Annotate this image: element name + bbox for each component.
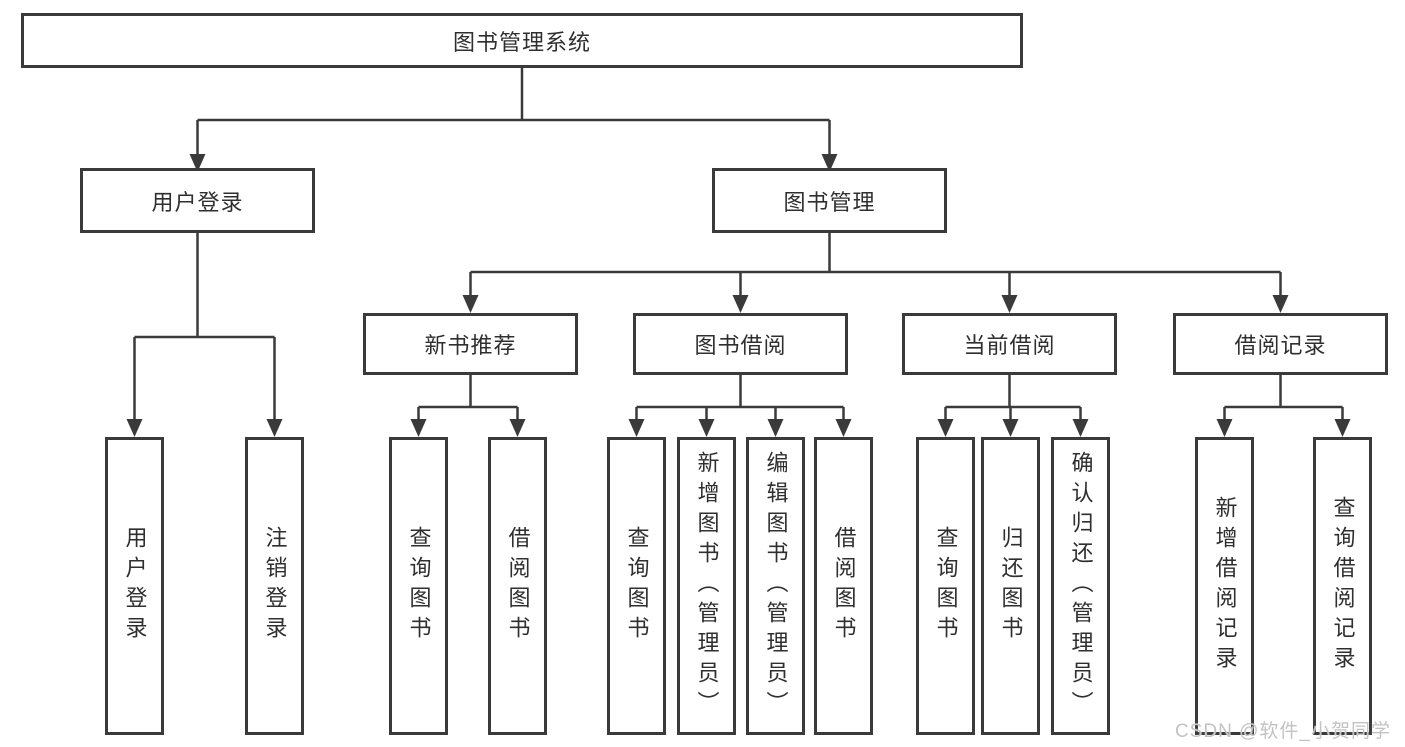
- leaf-add-book-admin-label: 新增图书（管理员）: [694, 451, 720, 721]
- leaf-add-book-admin: 新增图书（管理员）: [677, 437, 736, 735]
- node-book-management-label: 图书管理: [783, 189, 876, 215]
- leaf-add-borrow-record: 新增借阅记录: [1195, 437, 1254, 735]
- leaf-borrow-book: 借阅图书: [814, 437, 873, 735]
- leaf-confirm-return-admin: 确认归还（管理员）: [1051, 437, 1110, 735]
- arrowheads: [126, 154, 1351, 437]
- watermark: CSDN @软件_小贺同学: [1175, 721, 1391, 742]
- node-user-login: 用户登录: [80, 168, 315, 233]
- leaf-borrow-query-book-label: 查询图书: [624, 526, 650, 646]
- leaf-logout-label: 注销登录: [262, 526, 288, 646]
- leaf-borrow-book-label: 借阅图书: [831, 526, 857, 646]
- node-current-borrow: 当前借阅: [902, 313, 1117, 375]
- leaf-rec-query-book: 查询图书: [389, 437, 448, 735]
- node-new-book-rec: 新书推荐: [363, 313, 578, 375]
- leaf-return-book-label: 归还图书: [998, 526, 1024, 646]
- leaf-logout: 注销登录: [245, 437, 304, 735]
- leaf-rec-borrow-book-label: 借阅图书: [505, 526, 531, 646]
- node-new-book-rec-label: 新书推荐: [424, 333, 517, 358]
- leaf-current-query-book-label: 查询图书: [933, 526, 959, 646]
- node-borrow-record: 借阅记录: [1173, 313, 1388, 375]
- node-user-login-label: 用户登录: [151, 189, 244, 215]
- node-book-management: 图书管理: [712, 168, 947, 233]
- leaf-edit-book-admin-label: 编辑图书（管理员）: [763, 451, 789, 721]
- leaf-query-borrow-record: 查询借阅记录: [1313, 437, 1372, 735]
- leaf-rec-query-book-label: 查询图书: [406, 526, 432, 646]
- leaf-rec-borrow-book: 借阅图书: [488, 437, 547, 735]
- node-book-borrow-label: 图书借阅: [694, 333, 787, 358]
- node-root: 图书管理系统: [21, 13, 1023, 68]
- leaf-current-query-book: 查询图书: [916, 437, 975, 735]
- node-borrow-record-label: 借阅记录: [1234, 333, 1327, 358]
- leaf-confirm-return-admin-label: 确认归还（管理员）: [1068, 451, 1094, 721]
- node-root-label: 图书管理系统: [452, 29, 591, 55]
- node-current-borrow-label: 当前借阅: [963, 333, 1056, 358]
- leaf-add-borrow-record-label: 新增借阅记录: [1212, 496, 1238, 676]
- leaf-edit-book-admin: 编辑图书（管理员）: [746, 437, 805, 735]
- node-book-borrow: 图书借阅: [633, 313, 848, 375]
- leaf-user-login: 用户登录: [105, 437, 164, 735]
- leaf-borrow-query-book: 查询图书: [607, 437, 666, 735]
- leaf-query-borrow-record-label: 查询借阅记录: [1330, 496, 1356, 676]
- leaf-user-login-label: 用户登录: [122, 526, 148, 646]
- leaf-return-book: 归还图书: [981, 437, 1040, 735]
